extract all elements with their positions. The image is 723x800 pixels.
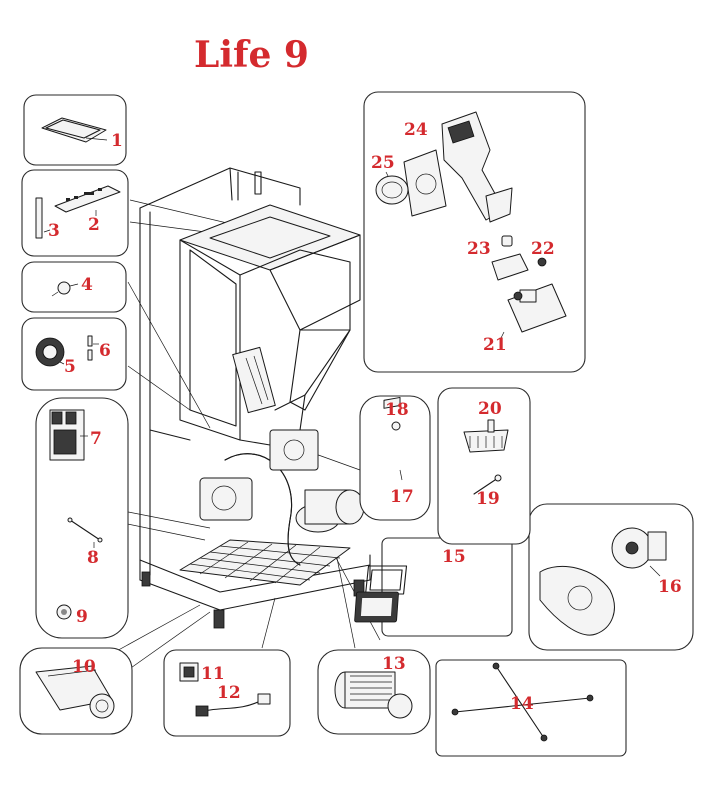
part-label-9: 9 (76, 607, 88, 627)
part-box-19-20 (437, 387, 531, 545)
diagram-title: Life 9 (194, 34, 309, 76)
part-box-1 (23, 94, 127, 166)
stove-body (139, 167, 371, 629)
part-label-21: 21 (483, 335, 507, 355)
part-label-13: 13 (382, 654, 406, 674)
part-label-4: 4 (81, 275, 93, 295)
part-box-2-3 (21, 169, 129, 257)
part-label-24: 24 (404, 120, 428, 140)
part-label-1: 1 (111, 131, 123, 151)
part-label-2: 2 (88, 215, 100, 235)
part-box-10 (19, 647, 133, 735)
part-label-17: 17 (390, 487, 414, 507)
part-label-16: 16 (658, 577, 682, 597)
part-box-7-8-9 (35, 397, 129, 639)
part-label-18: 18 (385, 400, 409, 420)
part-label-7: 7 (90, 429, 102, 449)
part-label-20: 20 (478, 399, 502, 419)
part-label-8: 8 (87, 548, 99, 568)
part-label-22: 22 (531, 239, 555, 259)
part-label-5: 5 (64, 357, 76, 377)
part-label-15: 15 (442, 547, 466, 567)
part-label-3: 3 (48, 221, 60, 241)
leader-lines (103, 199, 381, 671)
part-label-25: 25 (371, 153, 395, 173)
part-label-12: 12 (217, 683, 241, 703)
part-box-4 (21, 261, 127, 313)
part-label-11: 11 (201, 664, 225, 684)
part-box-16 (528, 503, 694, 651)
part-label-14: 14 (510, 694, 534, 714)
part-label-10: 10 (72, 657, 96, 677)
part-box-15 (354, 537, 513, 637)
part-box-14 (435, 659, 627, 757)
part-box-5-6 (21, 317, 127, 391)
part-box-17-18 (359, 395, 431, 521)
part-box-21-25 (363, 91, 586, 373)
part-box-11-12 (163, 649, 291, 737)
part-label-23: 23 (467, 239, 491, 259)
part-label-19: 19 (476, 489, 500, 509)
part-label-6: 6 (99, 341, 111, 361)
part-box-13 (317, 649, 431, 735)
